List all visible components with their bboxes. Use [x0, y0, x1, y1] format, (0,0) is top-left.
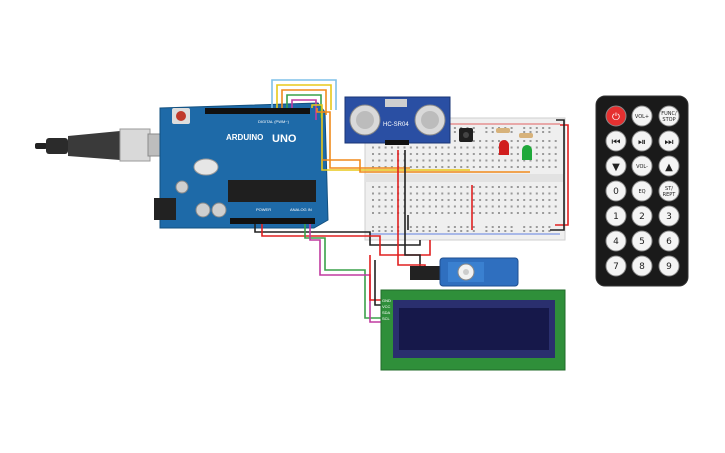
digital-header	[205, 108, 310, 114]
remote-button-face	[631, 155, 653, 177]
remote-button-17[interactable]: 6	[658, 230, 680, 252]
remote-button-0[interactable]: ⏻	[605, 105, 627, 127]
remote-button-label: 8	[639, 262, 645, 272]
resistors	[496, 128, 533, 138]
remote-button-3[interactable]: ⏮	[605, 130, 627, 152]
remote-button-label: ST/REPT	[663, 186, 677, 198]
remote-button-face	[631, 255, 653, 277]
remote-button-face	[658, 230, 680, 252]
led-red	[499, 140, 509, 155]
remote-button-label: FUNC/STOP	[661, 111, 677, 123]
lcd-pin-vcc: VCC	[382, 304, 391, 309]
rewind-icon: ⏮	[612, 137, 621, 148]
wires-bottom	[254, 119, 569, 323]
remote-button-face	[605, 130, 627, 152]
remote-button-label: 6	[666, 237, 672, 247]
lcd-screen	[399, 308, 549, 350]
remote-button-label: 5	[639, 237, 645, 247]
remote-button-label: VOL-	[636, 164, 648, 170]
remote-button-label: 0	[613, 187, 619, 197]
led-green	[522, 145, 532, 160]
remote-button-label: VOL+	[635, 114, 649, 120]
remote-button-label: 7	[613, 262, 619, 272]
digital-label: DIGITAL (PWM~)	[258, 119, 290, 124]
remote-button-face	[605, 105, 627, 127]
remote-button-face	[631, 230, 653, 252]
lcd-pin-sda: SDA	[382, 310, 391, 315]
remote-button-6[interactable]: ▼	[605, 155, 627, 177]
remote-button-14[interactable]: 3	[658, 205, 680, 227]
remote-button-face	[631, 105, 653, 127]
servo-motor[interactable]	[410, 257, 519, 287]
remote-button-15[interactable]: 4	[605, 230, 627, 252]
arduino-model: UNO	[272, 133, 297, 145]
ir-receiver	[459, 128, 473, 142]
remote-button-10[interactable]: EQ	[631, 180, 653, 202]
remote-button-label: 9	[666, 262, 672, 272]
remote-button-face	[658, 130, 680, 152]
remote-button-face	[605, 205, 627, 227]
analog-header	[230, 218, 315, 224]
remote-button-label: EQ	[638, 189, 645, 195]
remote-buttons: ⏻ VOL+ FUNC/STOP ⏮ ⏯ ⏭ ▼ VOL- ▲ 0 EQ ST/REPT 1 2 3 4 5 6 7…	[605, 105, 680, 277]
remote-button-11[interactable]: ST/REPT	[658, 180, 680, 202]
power-label: POWER	[256, 207, 271, 212]
arduino-board[interactable]: ARDUINO UNO DIGITAL (PWM~) POWER ANALOG …	[154, 102, 329, 229]
arduino-brand: ARDUINO	[226, 133, 263, 142]
remote-button-4[interactable]: ⏯	[631, 130, 653, 152]
remote-button-face	[605, 180, 627, 202]
lcd-pin-gnd: GND	[382, 298, 391, 303]
ir-remote[interactable]: ⏻ VOL+ FUNC/STOP ⏮ ⏯ ⏭ ▼ VOL- ▲ 0 EQ ST/REPT 1 2 3 4 5 6 7…	[595, 95, 689, 287]
remote-button-7[interactable]: VOL-	[631, 155, 653, 177]
down-arrow-icon: ▼	[612, 162, 620, 173]
remote-button-face	[658, 180, 680, 202]
remote-button-1[interactable]: VOL+	[631, 105, 653, 127]
remote-button-face	[658, 255, 680, 277]
remote-button-19[interactable]: 8	[631, 255, 653, 277]
remote-button-face	[658, 105, 680, 127]
remote-button-face	[658, 205, 680, 227]
power-jack	[154, 198, 176, 220]
ultrasonic-sensor[interactable]: HC-SR04	[344, 96, 451, 145]
remote-button-8[interactable]: ▲	[658, 155, 680, 177]
remote-button-label: 4	[613, 237, 619, 247]
usb-cable	[35, 128, 163, 162]
up-arrow-icon: ▲	[665, 162, 673, 173]
remote-button-9[interactable]: 0	[605, 180, 627, 202]
remote-button-label: 2	[639, 212, 645, 222]
analog-label: ANALOG IN	[290, 207, 312, 212]
power-icon: ⏻	[612, 112, 620, 123]
wires-top	[271, 79, 530, 173]
fast-forward-icon: ⏭	[665, 137, 674, 148]
remote-button-face	[605, 155, 627, 177]
lcd-pin-scl: SCL	[382, 316, 391, 321]
remote-button-16[interactable]: 5	[631, 230, 653, 252]
remote-button-2[interactable]: FUNC/STOP	[658, 105, 680, 127]
play-pause-icon: ⏯	[638, 137, 646, 148]
remote-button-label: 3	[666, 212, 672, 222]
remote-button-label: 1	[613, 212, 619, 222]
lcd-display[interactable]: GND VCC SDA SCL	[380, 289, 566, 371]
remote-button-13[interactable]: 2	[631, 205, 653, 227]
ultrasonic-label: HC-SR04	[383, 122, 409, 128]
remote-button-face	[658, 155, 680, 177]
remote-button-face	[631, 205, 653, 227]
remote-button-face	[631, 130, 653, 152]
remote-button-face	[605, 230, 627, 252]
remote-button-12[interactable]: 1	[605, 205, 627, 227]
remote-button-face	[605, 255, 627, 277]
remote-button-18[interactable]: 7	[605, 255, 627, 277]
remote-button-face	[631, 180, 653, 202]
remote-button-20[interactable]: 9	[658, 255, 680, 277]
remote-button-5[interactable]: ⏭	[658, 130, 680, 152]
atmega-chip	[228, 180, 316, 202]
